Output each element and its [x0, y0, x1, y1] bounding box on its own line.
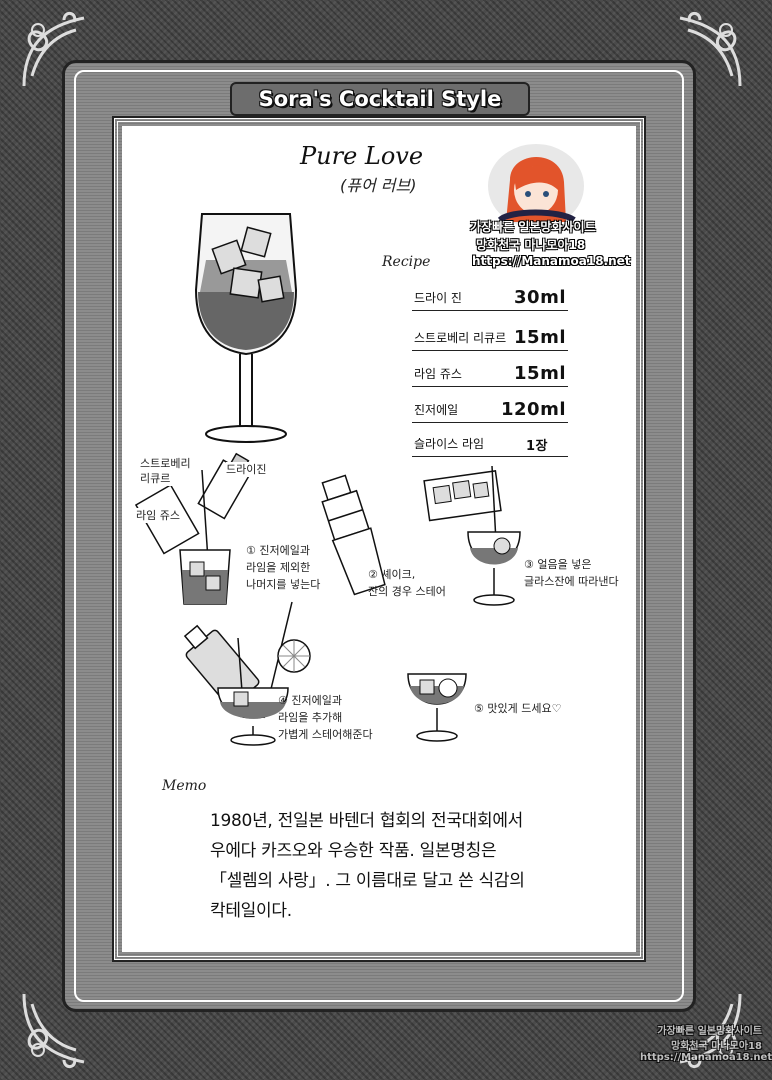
- drink-title: Pure Love: [300, 142, 424, 170]
- step-line: ③ 얼음을 넣은: [524, 558, 592, 571]
- memo-label: Memo: [162, 778, 207, 794]
- step-3-text: ③ 얼음을 넣은 글라스잔에 따라낸다: [524, 556, 619, 590]
- memo-line: 우에다 카즈오와 우승한 작품. 일본명칭은: [210, 841, 497, 861]
- step-line: 가볍게 스테어해준다: [278, 728, 373, 741]
- step-line: ⑤ 맛있게 드세요♡: [474, 702, 562, 715]
- ingredient-amount: 15ml: [514, 363, 566, 384]
- banner-title: Sora's Cocktail Style: [258, 87, 502, 111]
- ingredient-amount: 30ml: [514, 287, 566, 308]
- watermark-logo: 가장빠른 일본망화사이트 망화천국 마나모아18 https://Manamoa…: [470, 140, 631, 270]
- ingredient-amount: 120ml: [501, 399, 566, 420]
- ornament-top-left-icon: [22, 12, 85, 87]
- step-5-illustration: [407, 673, 467, 742]
- step-line: 라임을 추가해: [278, 711, 343, 724]
- outer-border: [74, 70, 684, 1002]
- inner-border: [112, 116, 646, 962]
- step-2-text: ② 셰이크, 잔의 경우 스테어: [368, 566, 446, 600]
- ornament-bottom-right-icon: [679, 993, 742, 1068]
- corner-watermark-line: 망화천국 마나모아18: [671, 1041, 762, 1052]
- drink-subtitle: (퓨어 러브): [340, 176, 417, 195]
- memo-line: 1980년, 전일본 바텐더 협회의 전국대회에서: [210, 811, 524, 831]
- corner-watermark: 가장빠른 일본망화사이트 망화천국 마나모아18 https://Manamoa…: [640, 1022, 772, 1063]
- ingredient-name: 스트로베리 리큐르: [414, 331, 507, 345]
- label-strawberry-liqueur: 스트로베리 리큐르: [140, 456, 191, 486]
- step-2-illustration: [321, 474, 386, 596]
- ingredient-row: 라임 쥬스 15ml: [412, 362, 568, 387]
- watermark-line-2: 망화천국 마나모아18: [476, 238, 586, 252]
- title-banner: Sora's Cocktail Style: [230, 82, 530, 116]
- label-lime-juice: 라임 쥬스: [136, 508, 180, 523]
- memo-body: 1980년, 전일본 바텐더 협회의 전국대회에서 우에다 카즈오와 우승한 작…: [210, 806, 590, 926]
- step-line: 라임을 제외한: [246, 561, 311, 574]
- watermark-link[interactable]: https://Manamoa18.net: [472, 254, 631, 268]
- watermark-line-1: 가장빠른 일본망화사이트: [470, 220, 596, 234]
- ingredient-name: 드라이 진: [414, 291, 462, 305]
- step-line: ① 진저에일과: [246, 544, 310, 557]
- step-4-illustration: [183, 601, 311, 746]
- ingredient-amount: 15ml: [514, 327, 566, 348]
- step-line: 글라스잔에 따라낸다: [524, 575, 619, 588]
- step-line: 나머지를 넣는다: [246, 578, 321, 591]
- step-line: 잔의 경우 스테어: [368, 585, 446, 598]
- wine-glass-illustration: [194, 213, 298, 443]
- step-5-text: ⑤ 맛있게 드세요♡: [474, 700, 561, 717]
- memo-line: 칵테일이다.: [210, 901, 292, 921]
- corner-watermark-link[interactable]: https://Manamoa18.net: [640, 1052, 772, 1063]
- step-line: ④ 진저에일과: [278, 694, 342, 707]
- ornament-top-right-icon: [679, 12, 742, 87]
- step-3-illustration: [423, 465, 521, 606]
- ingredient-amount: 1장: [525, 439, 548, 454]
- step-1-text: ① 진저에일과 라임을 제외한 나머지를 넣는다: [246, 542, 320, 593]
- recipe-heading: Recipe: [382, 254, 431, 270]
- memo-line: 「셀렘의 사랑」. 그 이름대로 달고 쓴 식감의: [210, 871, 525, 891]
- label-dry-gin: 드라이진: [226, 462, 267, 477]
- ingredient-row: 슬라이스 라임 1장: [412, 432, 568, 457]
- ingredient-row: 진저에일 120ml: [412, 398, 568, 423]
- ornament-bottom-left-icon: [22, 993, 85, 1068]
- ingredient-row: 스트로베리 리큐르 15ml: [412, 326, 568, 351]
- step-4-text: ④ 진저에일과 라임을 추가해 가볍게 스테어해준다: [278, 692, 373, 743]
- ingredient-name: 진저에일: [414, 403, 459, 417]
- anime-girl-icon: [488, 144, 584, 228]
- label-line: 리큐르: [140, 472, 171, 485]
- label-line: 스트로베리: [140, 457, 191, 470]
- ingredient-row: 드라이 진 30ml: [412, 286, 568, 311]
- ingredient-name: 슬라이스 라임: [414, 437, 485, 451]
- step-line: ② 셰이크,: [368, 568, 416, 581]
- ingredient-name: 라임 쥬스: [414, 367, 462, 381]
- corner-watermark-line: 가장빠른 일본망화사이트: [657, 1026, 762, 1037]
